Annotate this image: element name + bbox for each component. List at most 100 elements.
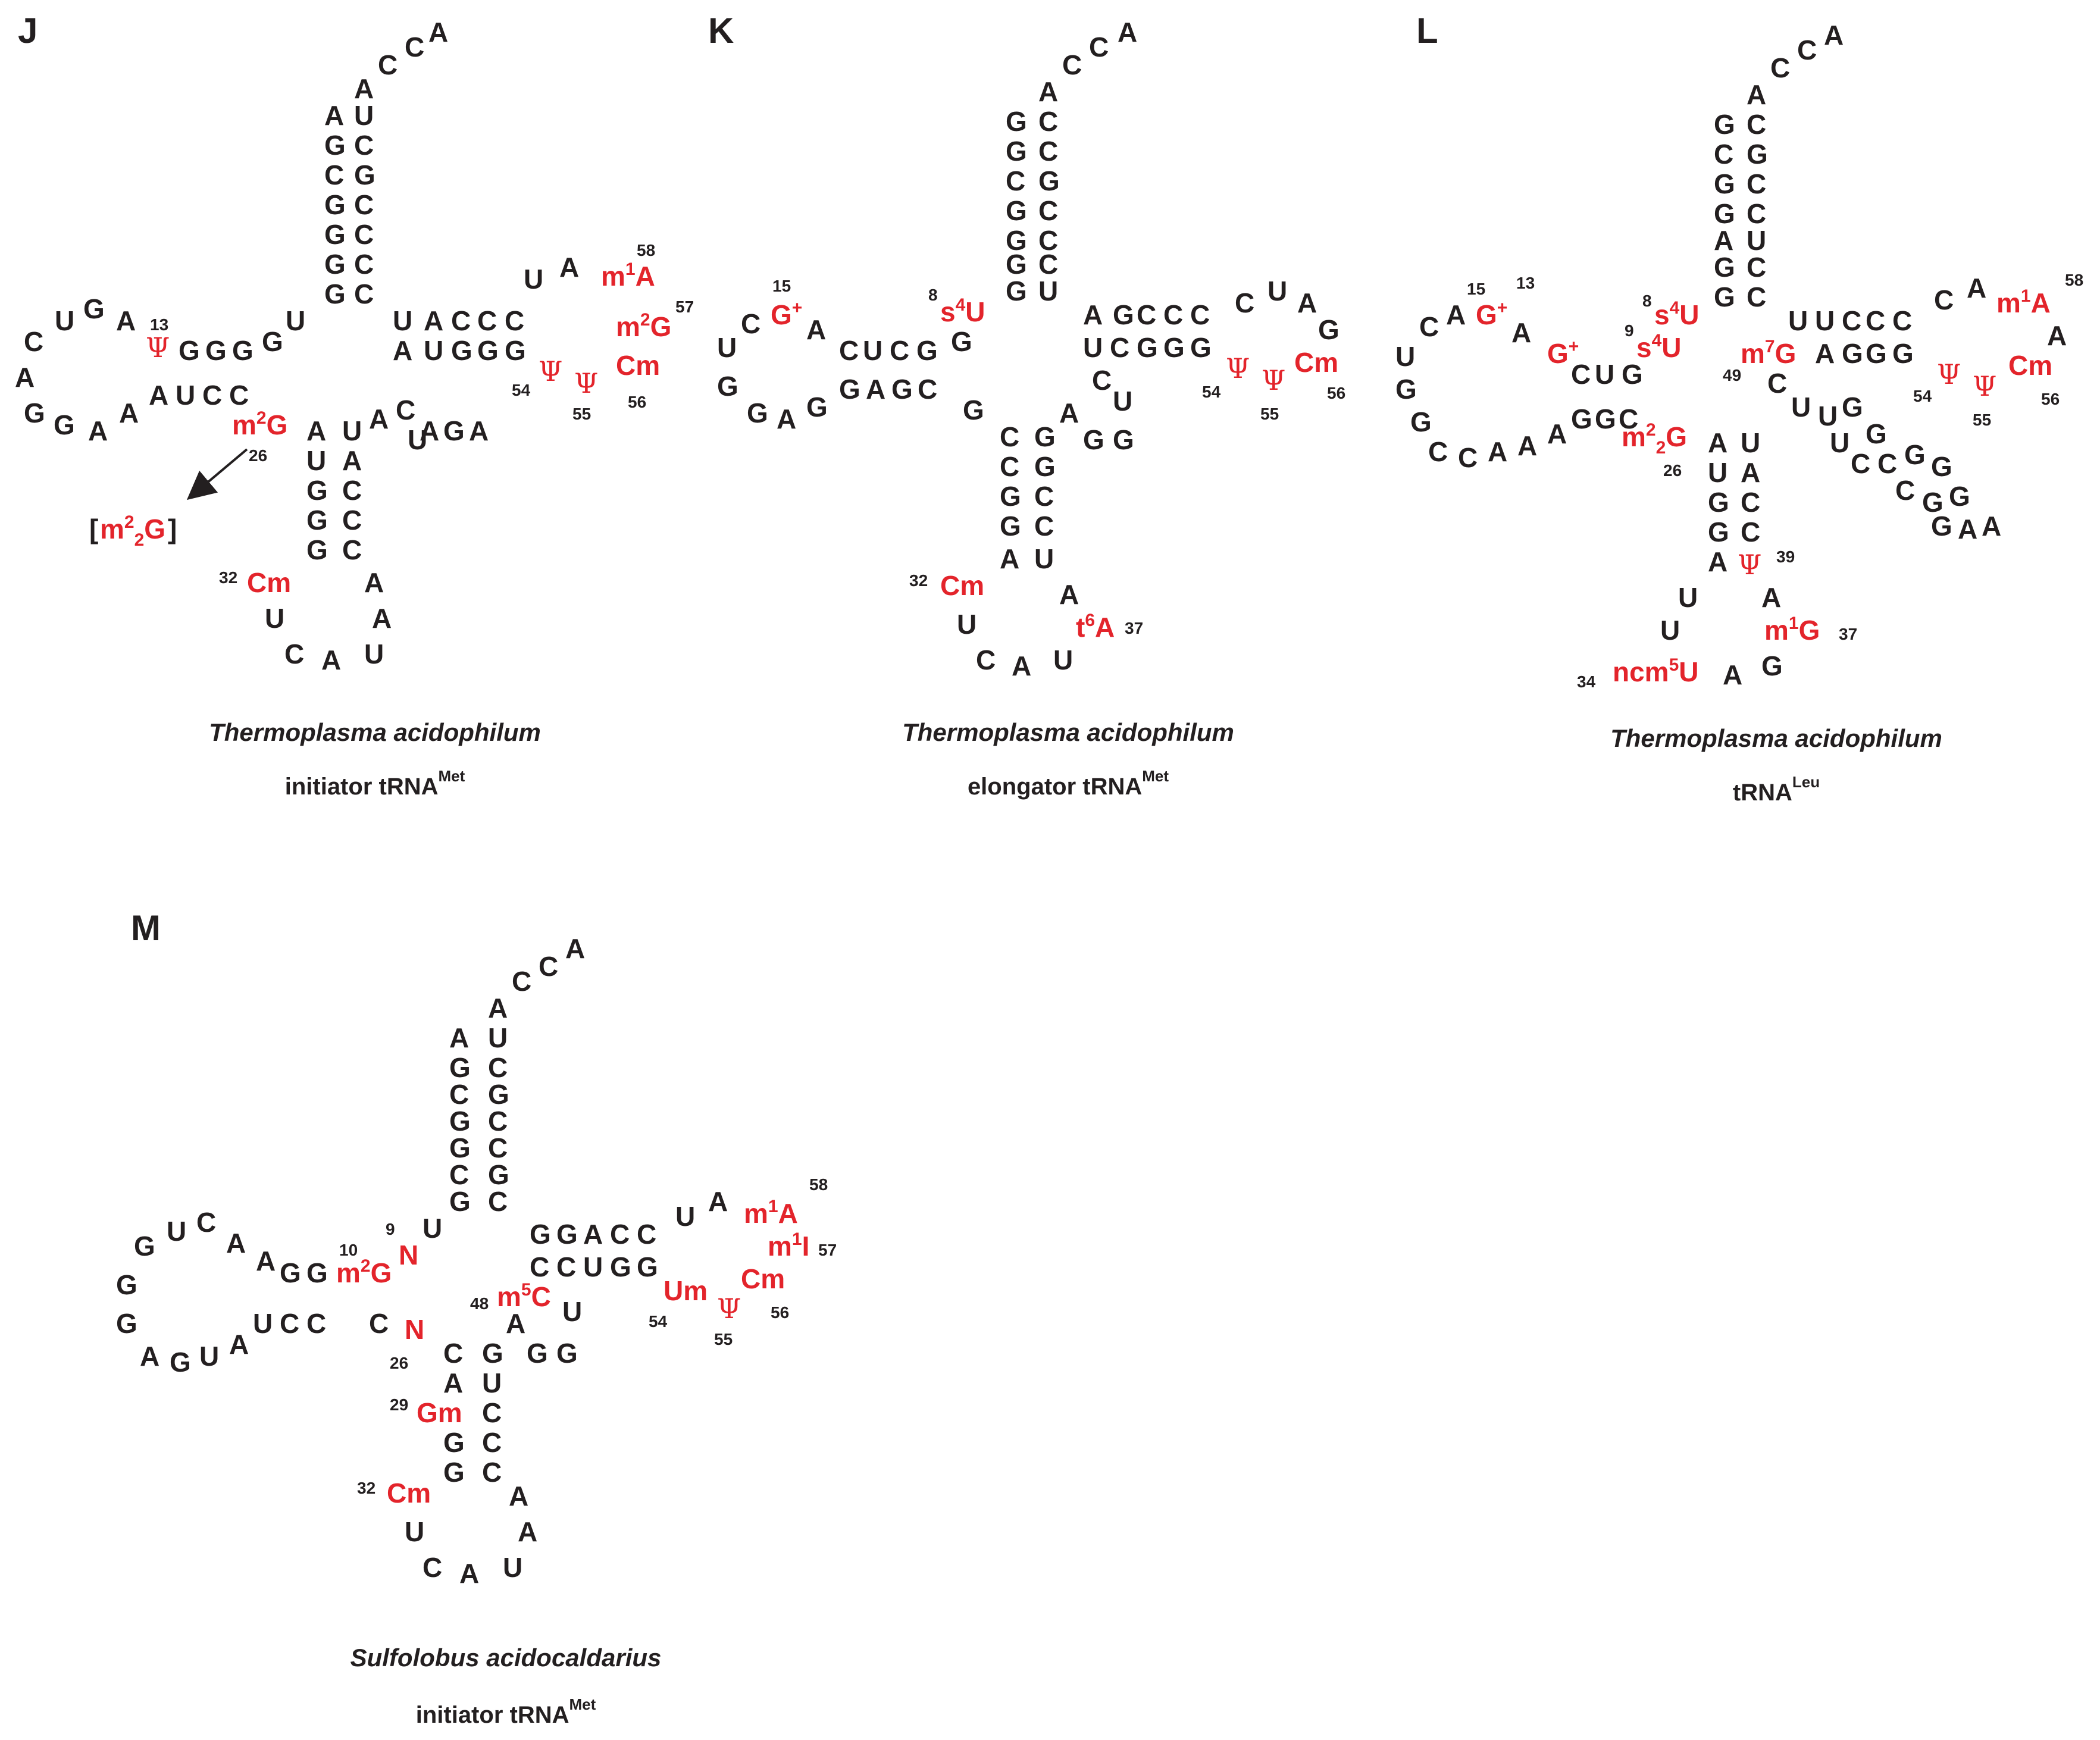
svg-text:A: A (1297, 287, 1317, 318)
svg-text:G: G (116, 1308, 137, 1339)
svg-text:U: U (1747, 225, 1766, 256)
svg-text:G: G (610, 1251, 631, 1282)
svg-text:C: C (505, 305, 524, 336)
svg-text:Cm: Cm (247, 567, 291, 598)
svg-text:C: C (24, 326, 43, 357)
svg-text:A: A (506, 1308, 525, 1339)
svg-text:G: G (1842, 338, 1863, 369)
svg-text:C: C (1767, 368, 1787, 399)
svg-text:G: G (1714, 198, 1735, 229)
svg-text:Cm: Cm (387, 1478, 431, 1509)
svg-text:s4U: s4U (940, 295, 985, 327)
svg-text:C: C (1866, 305, 1885, 336)
svg-text:G: G (443, 1457, 465, 1488)
svg-text:G: G (717, 371, 738, 402)
svg-text:G: G (262, 326, 283, 357)
svg-text:37: 37 (1125, 619, 1143, 637)
svg-text:A: A (116, 305, 136, 336)
svg-text:A: A (1038, 76, 1058, 107)
svg-text:C: C (1000, 421, 1019, 452)
svg-text:A: A (1741, 457, 1760, 488)
svg-text:G: G (1038, 165, 1060, 196)
svg-text:G: G (1761, 650, 1783, 681)
svg-text:m7G: m7G (1741, 337, 1796, 369)
svg-text:26: 26 (249, 446, 267, 465)
svg-text:C: C (354, 249, 374, 280)
svg-text:Gm: Gm (417, 1397, 462, 1428)
svg-text:C: C (1038, 225, 1058, 256)
svg-text:C: C (512, 966, 531, 997)
svg-text:C: C (396, 395, 415, 425)
svg-text:U: U (408, 424, 427, 455)
svg-text:A: A (1547, 418, 1567, 449)
svg-text:G: G (530, 1219, 551, 1250)
svg-text:A: A (1958, 514, 1977, 544)
svg-text:G: G (916, 335, 938, 366)
svg-text:56: 56 (628, 393, 646, 411)
svg-text:54: 54 (1202, 383, 1221, 401)
svg-text:U: U (957, 609, 977, 640)
svg-text:U: U (1053, 644, 1073, 675)
svg-text:C: C (1092, 365, 1112, 396)
svg-text:G: G (324, 189, 346, 220)
svg-text:A: A (806, 314, 826, 345)
svg-text:A: A (866, 374, 885, 405)
svg-text:48: 48 (470, 1294, 489, 1313)
svg-text:G: G (806, 392, 828, 423)
svg-text:C: C (1000, 451, 1019, 482)
svg-text:m1A: m1A (1996, 286, 2051, 318)
svg-text:C: C (1714, 139, 1733, 170)
svg-text:m2G: m2G (232, 408, 287, 440)
svg-text:U: U (1083, 332, 1103, 363)
svg-text:U: U (55, 305, 74, 336)
svg-text:]: ] (168, 514, 177, 544)
svg-text:C: C (1038, 195, 1058, 226)
svg-text:G: G (1571, 403, 1592, 434)
svg-text:A: A (1446, 299, 1466, 330)
svg-text:U: U (1034, 543, 1054, 574)
svg-text:A: A (1714, 225, 1733, 256)
svg-text:C: C (1038, 249, 1058, 280)
svg-text:A: A (1982, 511, 2001, 542)
svg-text:G: G (1595, 403, 1616, 434)
svg-text:C: C (354, 219, 374, 250)
svg-text:C: C (1038, 106, 1058, 137)
svg-text:A: A (1118, 17, 1137, 48)
svg-text:8: 8 (1642, 292, 1652, 310)
svg-text:C: C (1797, 35, 1817, 65)
svg-text:A: A (393, 335, 412, 366)
svg-text:C: C (530, 1251, 549, 1282)
svg-text:C: C (1428, 436, 1448, 467)
svg-text:C: C (354, 130, 374, 161)
svg-text:G: G (1866, 338, 1887, 369)
svg-text:A: A (1488, 436, 1507, 467)
svg-text:Ψ: Ψ (1262, 364, 1285, 396)
caption-rna-m: initiator tRNAMet (416, 1695, 596, 1728)
svg-text:C: C (1038, 136, 1058, 167)
svg-text:G: G (1006, 225, 1027, 256)
svg-text:G: G (1113, 299, 1134, 330)
svg-text:A: A (1059, 579, 1079, 610)
svg-text:U: U (167, 1216, 186, 1247)
svg-text:G: G (449, 1052, 471, 1083)
svg-text:G: G (1842, 392, 1863, 423)
svg-text:G: G (951, 326, 972, 357)
svg-text:A: A (306, 415, 326, 446)
svg-text:U: U (1113, 386, 1132, 417)
svg-text:A: A (364, 567, 384, 598)
svg-text:Cm: Cm (1294, 347, 1338, 378)
svg-text:C: C (422, 1552, 442, 1583)
svg-text:55: 55 (572, 405, 591, 423)
svg-text:13: 13 (1516, 274, 1535, 292)
svg-text:U: U (354, 100, 374, 131)
caption-rna-j: initiator tRNAMet (285, 767, 465, 800)
svg-text:G: G (1190, 332, 1212, 363)
svg-text:U: U (286, 305, 305, 336)
svg-text:Cm: Cm (2008, 350, 2052, 381)
svg-text:G: G (1034, 451, 1056, 482)
svg-text:G: G (1034, 421, 1056, 452)
svg-text:A: A (226, 1228, 246, 1259)
svg-text:U: U (1395, 341, 1415, 372)
